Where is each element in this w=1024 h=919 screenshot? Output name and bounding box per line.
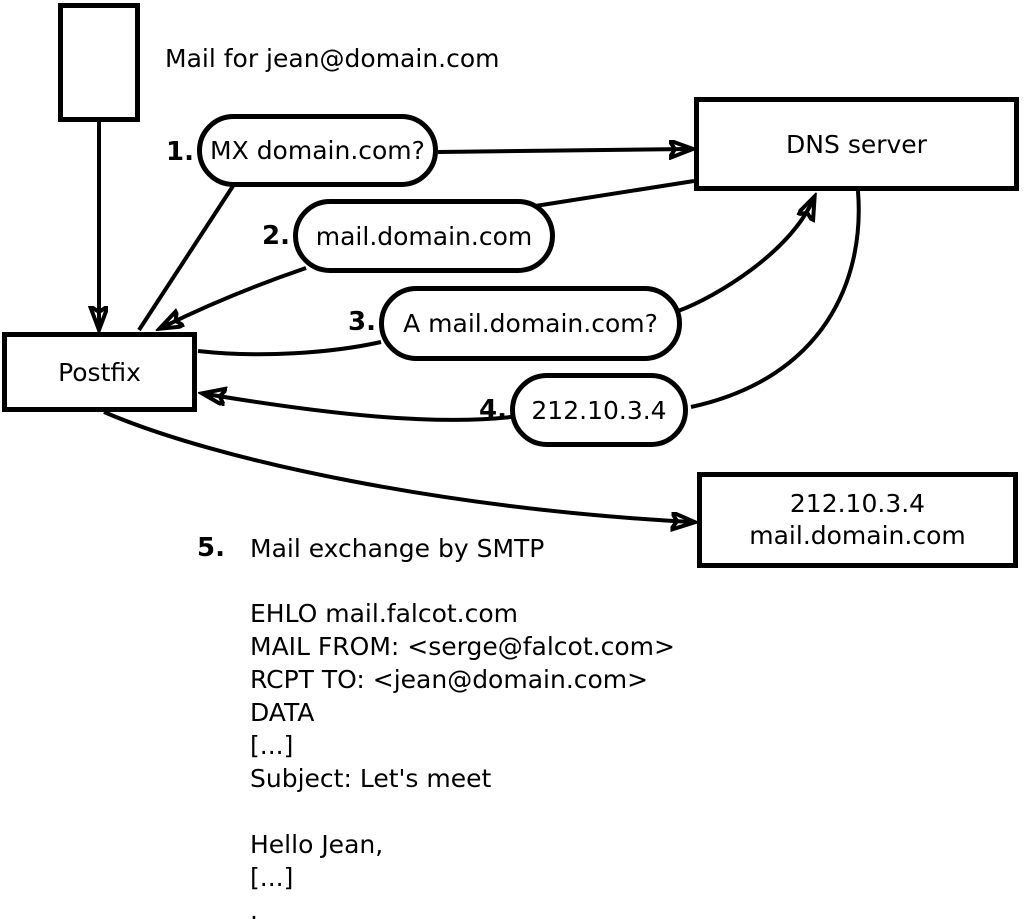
smtp-line: RCPT TO: <jean@domain.com> [250,665,649,694]
target-ip-label: 212.10.3.4 [789,489,926,518]
postfix-node: Postfix [2,332,197,412]
step-5-number: 5. [197,533,225,563]
line-postfix-to-query-mx [137,184,235,332]
dns-server-label: DNS server [786,129,927,159]
smtp-line: [...] [250,731,294,760]
target-hostname-label: mail.domain.com [749,521,966,550]
query-mx-pill: MX domain.com? [197,114,438,187]
answer-a-label: 212.10.3.4 [531,395,667,425]
answer-mx-pill: mail.domain.com [293,199,555,273]
mail-for-label: Mail for jean@domain.com [165,44,500,73]
smtp-line: [...] [250,863,294,892]
postfix-label: Postfix [58,357,141,387]
smtp-transcript: EHLO mail.falcot.com MAIL FROM: <serge@f… [250,598,675,919]
target-server-node: 212.10.3.4 mail.domain.com [697,472,1018,568]
step-2-number: 2. [262,221,290,251]
smtp-line: MAIL FROM: <serge@falcot.com> [250,632,675,661]
mail-message-box [58,3,140,122]
arrow-answer-a-to-postfix [206,394,512,422]
smtp-blank-line [250,796,675,829]
line-dns-to-answer-a [690,190,861,409]
query-a-label: A mail.domain.com? [403,309,658,338]
answer-a-pill: 212.10.3.4 [510,373,688,447]
line-postfix-to-query-a [197,340,382,357]
smtp-line: EHLO mail.falcot.com [250,599,519,628]
smtp-exchange-label: Mail exchange by SMTP [250,534,545,563]
smtp-line: . [250,896,258,919]
smtp-line: Hello Jean, [250,830,384,859]
query-a-pill: A mail.domain.com? [379,286,682,361]
answer-mx-label: mail.domain.com [315,221,533,251]
step-1-number: 1. [166,137,194,167]
step-4-number: 4. [479,395,507,425]
step-3-number: 3. [348,307,376,337]
line-dns-to-answer-mx [528,179,695,209]
smtp-line: Subject: Let's meet [250,764,492,793]
arrow-query-a-to-dns [677,200,813,313]
dns-server-node: DNS server [694,97,1019,191]
arrow-query-mx-to-dns [437,149,689,152]
arrow-smtp-to-target [103,410,691,522]
arrow-answer-mx-to-postfix [163,266,307,327]
smtp-line: DATA [250,698,315,727]
query-mx-label: MX domain.com? [210,136,425,165]
